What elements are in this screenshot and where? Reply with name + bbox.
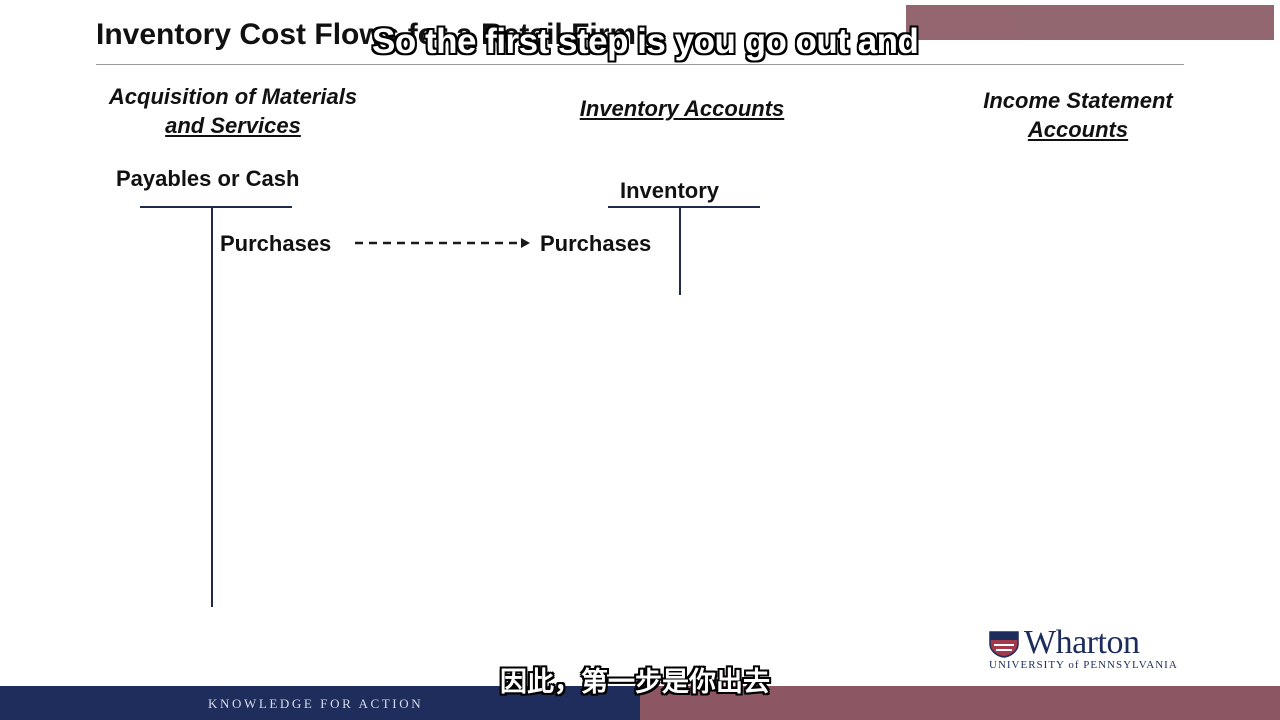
payables-credit-entry: Purchases — [220, 231, 332, 256]
income-statement-column-header: Income Statement Accounts — [968, 86, 1188, 144]
title-divider — [96, 64, 1184, 65]
video-watermark — [906, 5, 1274, 40]
inventory-debit-entry: Purchases — [540, 231, 652, 256]
acquisition-header-line2: and Services — [165, 113, 301, 138]
payables-t-account-divider — [211, 207, 213, 607]
inventory-t-account-divider — [679, 207, 681, 295]
payables-t-account-top — [140, 206, 292, 208]
footer-bar-maroon — [640, 686, 1280, 720]
university-name: UNIVERSITY of PENNSYLVANIA — [989, 659, 1178, 671]
wharton-logo: Wharton UNIVERSITY of PENNSYLVANIA — [988, 624, 1198, 674]
english-subtitle: So the first step is you go out and — [372, 22, 919, 61]
footer-bar-navy — [0, 686, 640, 720]
chinese-subtitle: 因此，第一步是你出去 — [500, 667, 770, 698]
inventory-header-line1: Inventory Accounts — [579, 96, 785, 121]
inventory-account-name: Inventory — [620, 178, 720, 203]
inventory-t-account-top — [608, 206, 760, 208]
footer-tagline: KNOWLEDGE FOR ACTION — [208, 696, 424, 711]
wharton-shield-icon — [989, 631, 1019, 658]
watermark-text — [906, 5, 1274, 40]
income-header-line1: Income Statement — [983, 88, 1173, 113]
inventory-column-header: Inventory Accounts — [562, 94, 802, 123]
payables-account-name: Payables or Cash — [116, 166, 300, 191]
slide-title: Inventory Cost Flows for a Retail Firm — [96, 18, 637, 51]
wharton-wordmark: Wharton — [1024, 624, 1140, 661]
acquisition-header-line1: Acquisition of Materials — [108, 84, 358, 109]
acquisition-column-header: Acquisition of Materials and Services — [96, 82, 370, 140]
dashed-right-arrow-icon — [355, 238, 530, 248]
income-header-line2: Accounts — [1027, 117, 1129, 142]
